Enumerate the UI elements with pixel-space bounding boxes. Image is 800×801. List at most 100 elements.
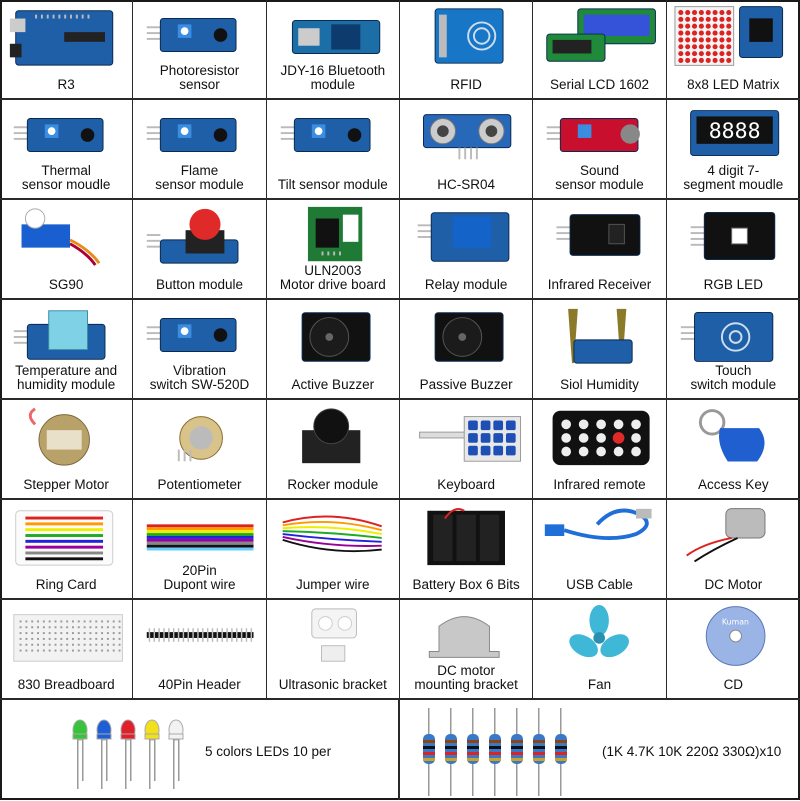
cell-breadboard-830: 830 Breadboard [0, 600, 134, 700]
cell-hc-sr04: HC-SR04 [399, 100, 534, 200]
cell-keyboard: Keyboard [399, 400, 534, 500]
red-sensor-board-icon [539, 104, 659, 168]
resistor-icon [511, 708, 523, 796]
cell-touch-switch-module: Touch switch module [666, 300, 800, 400]
driver-board-icon [273, 204, 393, 268]
resistor-icon [445, 708, 457, 796]
ultrasonic-sensor-icon [406, 104, 526, 168]
cell-label: Active Buzzer [291, 377, 375, 392]
cell-label: Potentiometer [157, 477, 242, 492]
cell-sg90: SG90 [0, 200, 134, 300]
cell-usb-cable: USB Cable [533, 500, 667, 600]
cell-pin-header-40: 40Pin Header [133, 600, 267, 700]
cell-soil-humidity: Siol Humidity [533, 300, 667, 400]
cell-serial-lcd-1602: Serial LCD 1602 [533, 0, 667, 100]
buzzer-icon [273, 304, 393, 368]
cell-label: Keyboard [437, 477, 496, 492]
leds-cell: 5 colors LEDs 10 per [0, 700, 400, 800]
pin-header-icon [139, 604, 259, 668]
led-icon [96, 719, 112, 789]
resistor-icon [467, 708, 479, 796]
cell-label: Temperature and humidity module [15, 363, 118, 392]
relay-icon [406, 204, 526, 268]
cell-relay-module: Relay module [399, 200, 534, 300]
led-set-icon [70, 708, 200, 796]
resistors-label: (1K 4.7K 10K 220Ω 330Ω)x10 [602, 744, 782, 759]
cd-brand-text: Kuman [722, 617, 749, 626]
cell-label: 4 digit 7- segment moudle [683, 163, 784, 192]
dc-motor-icon [673, 504, 794, 568]
cell-access-key: Access Key [666, 400, 800, 500]
cell-label: 830 Breadboard [17, 677, 115, 692]
cell-temperature-humidity-module: Temperature and humidity module [0, 300, 134, 400]
cell-label: Passive Buzzer [419, 377, 513, 392]
soil-probe-icon [539, 304, 659, 368]
cell-dc-motor: DC Motor [666, 500, 800, 600]
key-fob-icon [673, 404, 794, 468]
cell-label: Sound sensor module [555, 163, 644, 192]
cell-label: ULN2003 Motor drive board [279, 263, 386, 292]
cell-four-digit-segment-module: 8888 4 digit 7- segment moudle [666, 100, 800, 200]
cell-label: 20Pin Dupont wire [163, 563, 236, 592]
cell-label: Rocker module [287, 477, 379, 492]
cell-potentiometer: Potentiometer [133, 400, 267, 500]
buzzer-icon [406, 304, 526, 368]
push-button-icon [139, 204, 259, 268]
cell-dc-motor-mounting-bracket: DC motor mounting bracket [399, 600, 534, 700]
sensor-board-icon [139, 104, 259, 168]
cell-label: Touch switch module [690, 363, 777, 392]
sensor-board-icon [139, 4, 259, 68]
breadboard-icon [6, 604, 126, 668]
cell-label: Stepper Motor [23, 477, 109, 492]
cell-label: 40Pin Header [158, 677, 241, 692]
cell-label: SG90 [48, 277, 84, 292]
cell-label: Vibration switch SW-520D [149, 363, 250, 392]
remote-control-icon [539, 404, 659, 468]
rgb-led-icon [673, 204, 794, 268]
battery-holder-icon [406, 504, 526, 568]
cell-infrared-remote: Infrared remote [533, 400, 667, 500]
sensor-board-icon [6, 104, 126, 168]
cell-label: Tilt sensor module [277, 177, 388, 192]
cell-r3-board: R3 [0, 0, 134, 100]
resistor-icon [423, 708, 435, 796]
seven-segment-icon: 8888 [673, 104, 794, 168]
cell-label: Flame sensor module [155, 163, 244, 192]
cell-button-module: Button module [133, 200, 267, 300]
cell-label: JDY-16 Bluetooth module [280, 63, 386, 92]
cell-jdy16-bluetooth-module: JDY-16 Bluetooth module [266, 0, 400, 100]
cell-label: Infrared remote [553, 477, 646, 492]
cell-ultrasonic-bracket: Ultrasonic bracket [266, 600, 400, 700]
potentiometer-icon [139, 404, 259, 468]
keypad-icon [406, 404, 526, 468]
cell-photoresistor-sensor: Photoresistor sensor [133, 0, 267, 100]
cell-uln2003-board: ULN2003 Motor drive board [266, 200, 400, 300]
cell-rgb-led: RGB LED [666, 200, 800, 300]
cell-sound-sensor-module: Sound sensor module [533, 100, 667, 200]
cell-label: RGB LED [703, 277, 763, 292]
cell-label: Siol Humidity [560, 377, 639, 392]
cell-led-matrix-8x8: 8x8 LED Matrix [666, 0, 800, 100]
cell-label: CD [723, 677, 744, 692]
servo-icon [6, 204, 126, 268]
cell-dupont-wire: 20Pin Dupont wire [133, 500, 267, 600]
cell-jumper-wire: Jumper wire [266, 500, 400, 600]
svg-text:8888: 8888 [708, 119, 760, 144]
usb-cable-icon [539, 504, 659, 568]
ir-receiver-icon [539, 204, 659, 268]
dht-sensor-icon [6, 304, 126, 368]
led-icon [168, 719, 184, 789]
metal-bracket-icon [406, 604, 526, 668]
sensor-board-icon [139, 304, 259, 368]
cell-label: Jumper wire [296, 577, 370, 592]
cell-label: Ring Card [35, 577, 97, 592]
bottom-row: 5 colors LEDs 10 per (1K 4.7K 10K 220Ω 3… [0, 700, 800, 800]
touch-pad-icon [673, 304, 794, 368]
arduino-board-icon [6, 4, 126, 68]
cell-label: Battery Box 6 Bits [412, 577, 520, 592]
cell-flame-sensor-module: Flame sensor module [133, 100, 267, 200]
cell-battery-box: Battery Box 6 Bits [399, 500, 534, 600]
cell-stepper-motor: Stepper Motor [0, 400, 134, 500]
